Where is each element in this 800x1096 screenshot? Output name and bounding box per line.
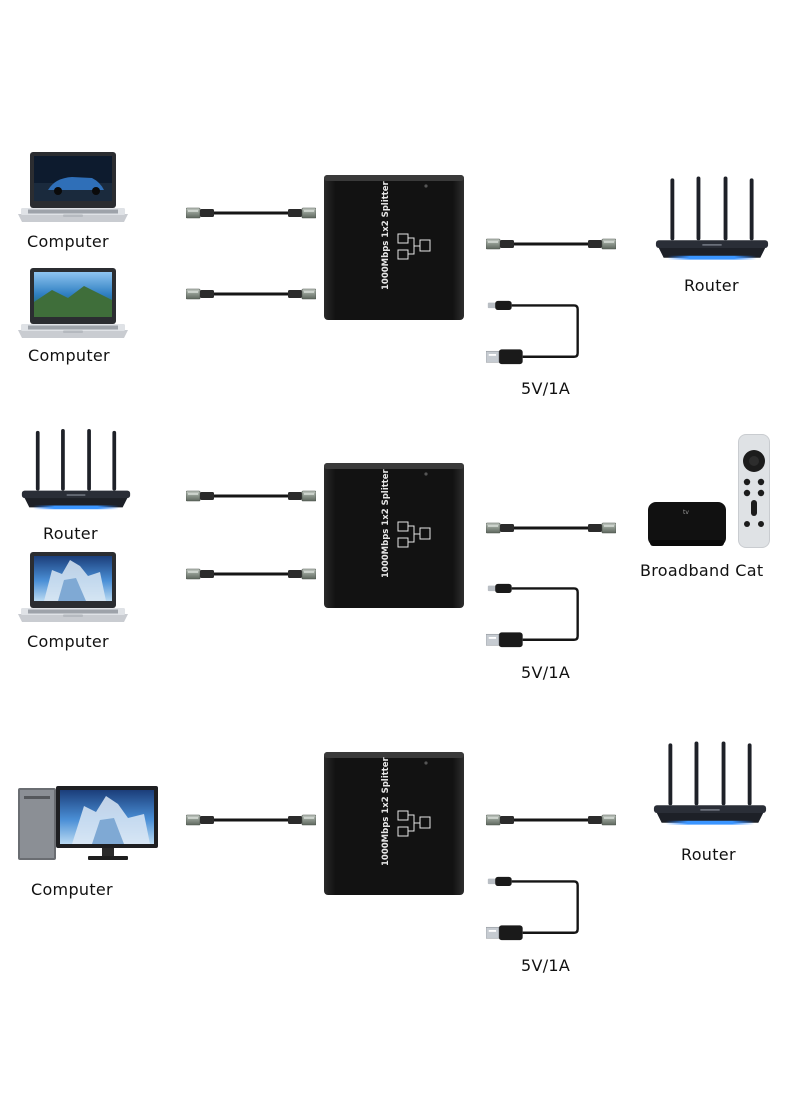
device-label: Computer <box>27 232 109 251</box>
splitter-print: 1000Mbps 1x2 Splitter <box>381 757 391 866</box>
power-label: 5V/1A <box>521 663 571 682</box>
section-3-diagram: 1000Mbps 1x2 Splitter <box>18 741 767 942</box>
set-top-box-icon: tv <box>648 502 726 546</box>
usb-power-cable <box>486 875 579 942</box>
device-label: Router <box>681 845 736 864</box>
splitter-device: 1000Mbps 1x2 Splitter <box>324 175 464 320</box>
device-label: Router <box>43 524 98 543</box>
desktop-pc-icon <box>18 786 158 860</box>
ethernet-cable <box>186 207 316 219</box>
device-label: Router <box>684 276 739 295</box>
router-icon <box>655 176 769 260</box>
usb-power-cable <box>486 299 579 366</box>
device-label: Broadband Cat <box>640 561 764 580</box>
power-label: 5V/1A <box>521 956 571 975</box>
router-icon <box>653 741 767 825</box>
remote-control-icon <box>738 434 770 548</box>
ethernet-cable <box>486 522 616 534</box>
splitter-device: 1000Mbps 1x2 Splitter <box>324 752 464 895</box>
router-icon <box>21 429 131 510</box>
ethernet-cable <box>486 814 616 826</box>
device-label: Computer <box>28 346 110 365</box>
splitter-device: 1000Mbps 1x2 Splitter <box>324 463 464 608</box>
usb-power-cable <box>486 582 579 649</box>
splitter-print: 1000Mbps 1x2 Splitter <box>381 469 391 578</box>
laptop-icon <box>18 152 128 222</box>
ethernet-cable <box>186 490 316 502</box>
device-label: Computer <box>31 880 113 899</box>
svg-text:tv: tv <box>683 509 689 516</box>
power-label: 5V/1A <box>521 379 571 398</box>
ethernet-cable <box>186 568 316 580</box>
ethernet-cable <box>186 288 316 300</box>
splitter-print: 1000Mbps 1x2 Splitter <box>381 181 391 290</box>
ethernet-cable <box>186 814 316 826</box>
laptop-icon <box>18 268 128 338</box>
section-2-diagram: 1000Mbps 1x2 Splitter tv <box>18 429 770 649</box>
laptop-icon <box>18 552 128 622</box>
section-1-diagram: 1000Mbps 1x2 Splitter <box>18 152 769 366</box>
device-label: Computer <box>27 632 109 651</box>
ethernet-cable <box>486 238 616 250</box>
